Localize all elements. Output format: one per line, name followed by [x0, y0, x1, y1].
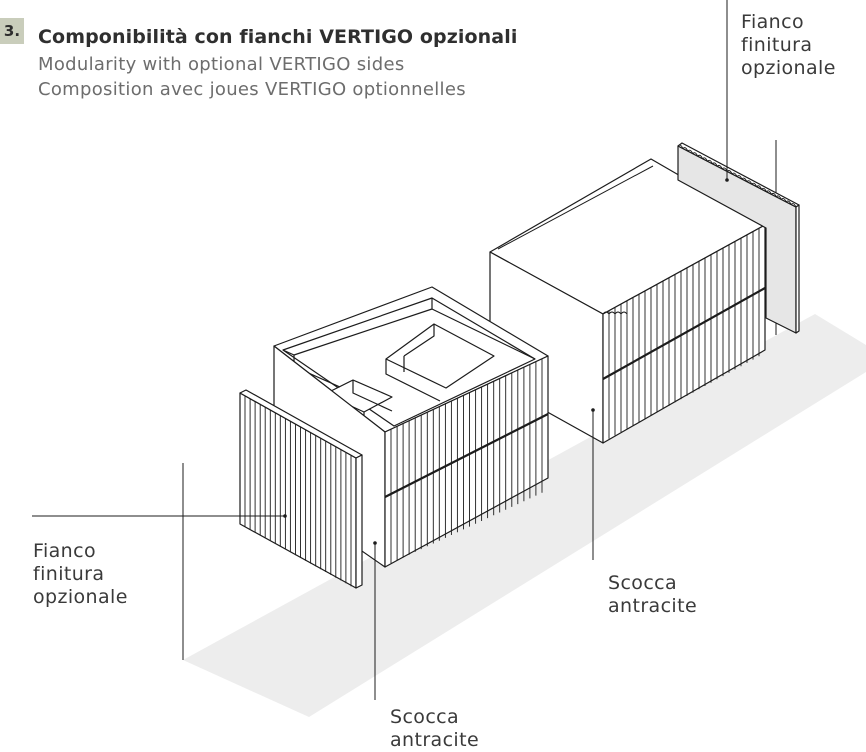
label-body-anthracite-bottom: Scocca antracite: [390, 706, 480, 751]
subtitle-english: Modularity with optional VERTIGO sides: [38, 54, 405, 75]
subtitle-french: Composition avec joues VERTIGO optionnel…: [38, 79, 466, 100]
side-panel-right: [677, 142, 800, 334]
right-cabinet: [489, 158, 766, 444]
left-cabinet-front-ribs: [390, 358, 543, 564]
label-body-anthracite-right: Scocca antracite: [608, 572, 698, 617]
diagram-title: Componibilità con fianchi VERTIGO opzion…: [38, 26, 518, 48]
floor-shadow: [183, 314, 866, 717]
right-cabinet-front-ribs: [608, 228, 760, 439]
label-side-finish-top-right: Fianco finitura opzionale: [741, 11, 836, 79]
side-panel-left: [239, 389, 363, 589]
section-number-badge: 3.: [0, 18, 24, 44]
label-side-finish-left: Fianco finitura opzionale: [33, 540, 128, 608]
